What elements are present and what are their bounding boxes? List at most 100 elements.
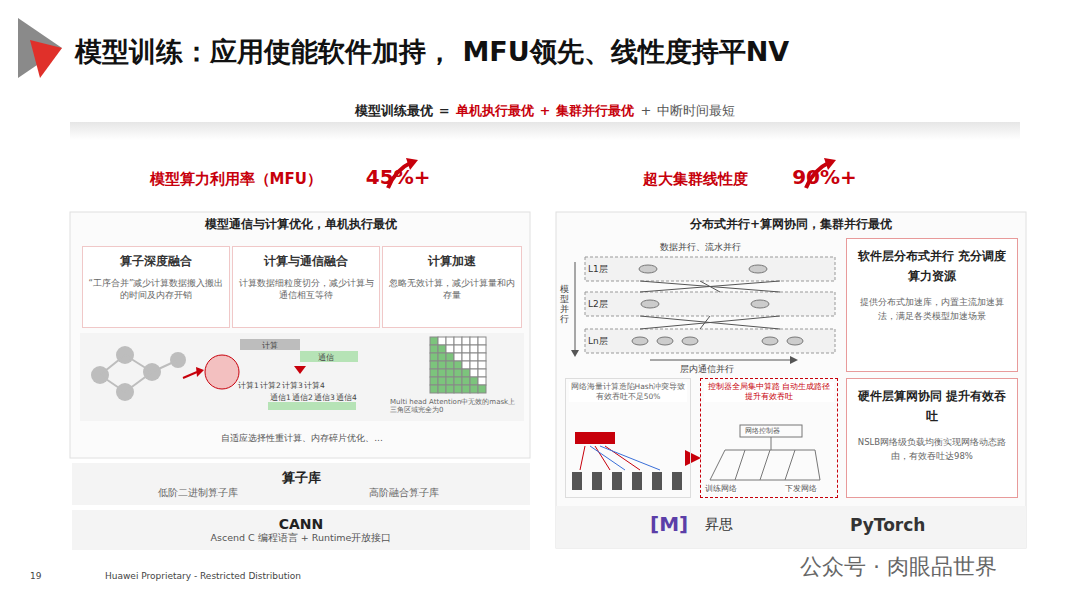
illustration-stroke bbox=[641, 300, 659, 308]
illustration-stroke bbox=[454, 377, 462, 385]
illustration-stroke bbox=[430, 385, 438, 393]
illustration-stroke bbox=[640, 281, 780, 292]
label-text: 计算4 bbox=[304, 381, 325, 390]
illustration-stroke bbox=[100, 355, 125, 375]
node-box: 算子库低阶二进制算子库高阶融合算子库 bbox=[72, 463, 530, 505]
illustration-stroke bbox=[575, 262, 780, 350]
illustration-stroke bbox=[125, 372, 152, 392]
node-text: Ascend C 编程语言 + Runtime开放接口 bbox=[72, 532, 530, 545]
node-heading: 控制器全局集中算路 自动生成路径提升有效吞吐 bbox=[704, 382, 834, 402]
illustration-stroke bbox=[682, 337, 698, 345]
node-box: 控制器全局集中算路 自动生成路径提升有效吞吐 bbox=[700, 378, 838, 498]
illustration-stroke bbox=[454, 353, 462, 361]
label-text: 通信1 bbox=[270, 393, 291, 402]
illustration-stroke bbox=[771, 437, 772, 450]
label-text: 模型并行 bbox=[560, 285, 569, 325]
illustration-stroke bbox=[470, 353, 478, 361]
illustration-stroke bbox=[438, 377, 446, 385]
node-text: 低阶二进制算子库 bbox=[95, 487, 301, 500]
illustration-stroke bbox=[470, 385, 478, 393]
illustration-stroke bbox=[462, 345, 470, 353]
illustration-stroke bbox=[294, 366, 306, 374]
node-text: NSLB网络级负载均衡实现网络动态路由，有效吞吐达98% bbox=[853, 436, 1011, 463]
illustration-stroke bbox=[751, 300, 769, 308]
label-text: 计算2 bbox=[260, 381, 281, 390]
illustration-stroke bbox=[640, 316, 780, 329]
illustration-stroke bbox=[672, 472, 682, 490]
illustration-stroke bbox=[183, 372, 197, 378]
node-box: 网络海量计算造陷Hash冲突导致有效吞吐不足50% bbox=[565, 378, 691, 498]
illustration-stroke bbox=[454, 337, 462, 345]
label-text: 中断时间最短 bbox=[657, 103, 735, 119]
label-text: Huawei Proprietary - Restricted Distribu… bbox=[105, 571, 301, 582]
label-text: 集群并行最优 bbox=[556, 103, 634, 119]
illustration-stroke bbox=[572, 472, 682, 490]
label-text: 计算 bbox=[262, 341, 278, 350]
label-text: 昇思 bbox=[705, 516, 733, 533]
illustration-stroke bbox=[446, 385, 454, 393]
illustration-stroke bbox=[268, 402, 290, 410]
illustration-stroke bbox=[652, 472, 662, 490]
illustration-stroke bbox=[470, 361, 478, 369]
illustration-stroke bbox=[152, 360, 178, 372]
node-box: L1层 bbox=[585, 257, 835, 281]
node-box: CANNAscend C 编程语言 + Runtime开放接口 bbox=[72, 510, 530, 550]
label-text: 通信4 bbox=[336, 393, 357, 402]
label-text: 计算3 bbox=[282, 381, 303, 390]
illustration-stroke bbox=[438, 369, 446, 377]
illustration-stroke bbox=[478, 345, 486, 353]
node-box: 自适应选择性重计算、内存碎片优化、... bbox=[82, 425, 522, 451]
illustration-stroke bbox=[580, 446, 585, 470]
illustration-stroke bbox=[125, 355, 152, 372]
illustration-stroke bbox=[640, 281, 780, 292]
label-text: 网络控制器 bbox=[745, 427, 780, 435]
label-text: + bbox=[640, 103, 651, 119]
illustration-stroke bbox=[585, 257, 835, 281]
illustration-stroke bbox=[430, 361, 438, 369]
illustration-stroke bbox=[556, 212, 1026, 548]
illustration-stroke bbox=[446, 369, 454, 377]
illustration-stroke bbox=[700, 316, 710, 329]
illustration-stroke bbox=[454, 345, 462, 353]
label-text: 超大集群线性度 bbox=[643, 170, 748, 188]
illustration-stroke bbox=[585, 292, 835, 316]
illustration-stroke bbox=[478, 385, 486, 393]
illustration-stroke bbox=[100, 355, 178, 392]
node-heading: L2层 bbox=[588, 298, 608, 311]
node-heading: 网络海量计算造陷Hash冲突导致有效吞吐不足50% bbox=[569, 382, 687, 402]
illustration-stroke bbox=[462, 361, 470, 369]
illustration-stroke bbox=[430, 345, 438, 353]
node-heading: 软件层分布式并行 充分调度算力资源 bbox=[853, 247, 1011, 286]
node-text: 高阶融合算子库 bbox=[301, 487, 507, 500]
illustration-stroke bbox=[430, 353, 438, 361]
illustration-stroke bbox=[462, 377, 470, 385]
illustration-stroke bbox=[762, 337, 778, 345]
label-text: 数据并行、流水并行 bbox=[660, 242, 741, 253]
illustration-stroke bbox=[650, 360, 790, 361]
illustration-stroke bbox=[749, 265, 767, 273]
illustration-stroke bbox=[446, 345, 454, 353]
illustration-stroke bbox=[612, 472, 622, 490]
illustration-stroke bbox=[196, 367, 204, 377]
illustration-stroke bbox=[590, 446, 625, 470]
label-text: 通信3 bbox=[314, 393, 335, 402]
node-box: 分布式并行+算网协同，集群并行最优L1层L2层Ln层软件层分布式并行 充分调度算… bbox=[556, 212, 1026, 504]
node-text: “工序合并”减少计算数据搬入搬出的时间及内存开销 bbox=[87, 278, 225, 302]
illustration-stroke bbox=[585, 329, 835, 353]
illustration-stroke bbox=[91, 346, 186, 401]
node-heading: 模型通信与计算优化，单机执行最优 bbox=[205, 216, 397, 233]
illustration-stroke bbox=[572, 472, 582, 490]
illustration-stroke bbox=[430, 377, 438, 385]
connector-arrow bbox=[691, 457, 699, 459]
label-text: 训练网络 bbox=[705, 484, 737, 493]
illustration-stroke bbox=[575, 432, 615, 444]
illustration-stroke bbox=[438, 385, 446, 393]
illustration-stroke bbox=[205, 355, 239, 389]
illustration-stroke bbox=[438, 337, 446, 345]
illustration-stroke bbox=[632, 472, 642, 490]
illustration-stroke bbox=[18, 18, 62, 78]
illustration-stroke bbox=[571, 350, 579, 357]
label-text: Multi head Attention中无效的mask上三角区域完全为0 bbox=[390, 398, 520, 415]
node-heading: 分布式并行+算网协同，集群并行最优 bbox=[690, 216, 892, 233]
label-row: 模型算力利用率（MFU）45%+ bbox=[140, 165, 440, 189]
